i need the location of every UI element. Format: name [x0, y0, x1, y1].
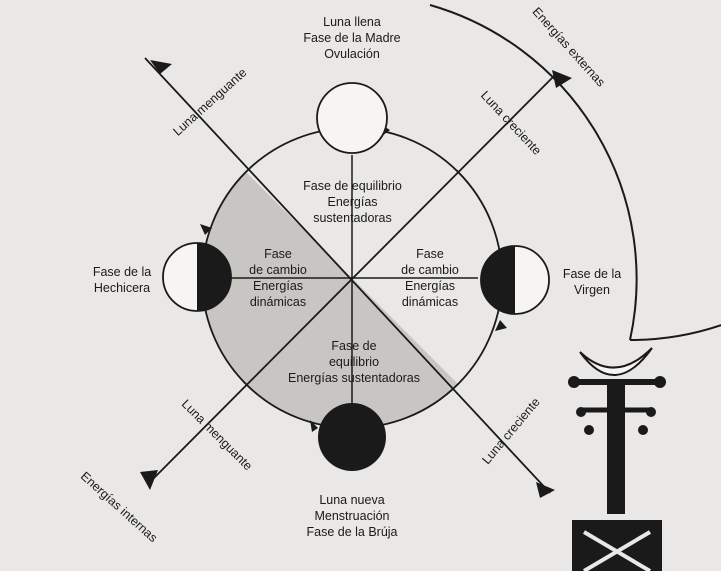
right-inner-line2: de cambio	[401, 263, 459, 277]
new-moon-icon	[318, 403, 386, 471]
right-inner-line1: Fase	[416, 247, 444, 261]
lower-inner-line3: Energías sustentadoras	[287, 371, 421, 385]
bottom-line1: Luna nueva	[319, 493, 385, 507]
right-change-label: Fase de cambio Energías dinámicas	[388, 246, 472, 310]
waxing-moon-icon	[480, 245, 550, 315]
left-inner-line3: Energías	[252, 279, 304, 293]
upper-inner-line3: sustentadoras	[313, 211, 392, 225]
left-inner-line1: Fase	[264, 247, 292, 261]
crescent-tower-icon	[568, 347, 666, 571]
left-outer-line1: Fase de la	[92, 265, 152, 279]
arrow-bottom-left	[140, 470, 158, 490]
lower-equilibrium-label: Fase de equilibrio Energías sustentadora…	[280, 338, 428, 386]
waning-moon-icon	[162, 242, 232, 312]
full-moon-icon	[316, 82, 388, 154]
new-moon-label: Luna nueva Menstruación Fase de la Brúja	[290, 492, 414, 540]
arrow-bottom-right	[536, 482, 555, 498]
sorceress-phase-label: Fase de la Hechicera	[80, 264, 164, 296]
top-line1: Luna llena	[323, 15, 381, 29]
left-change-label: Fase de cambio Energías dinámicas	[236, 246, 320, 310]
left-inner-line4: dinámicas	[249, 295, 307, 309]
right-inner-line3: Energías	[404, 279, 456, 293]
lower-inner-line2: equilibrio	[328, 355, 380, 369]
right-outer-line1: Fase de la	[562, 267, 622, 281]
arrow-top-right	[552, 70, 572, 88]
top-line2: Fase de la Madre	[303, 31, 401, 45]
diagonal-menguante	[144, 57, 551, 494]
top-line3: Ovulación	[324, 47, 380, 61]
upper-inner-line2: Energías	[327, 195, 378, 209]
left-outer-line2: Hechicera	[93, 281, 151, 295]
virgin-phase-label: Fase de la Virgen	[550, 266, 634, 298]
bottom-line3: Fase de la Brúja	[306, 525, 398, 539]
left-inner-line2: de cambio	[249, 263, 307, 277]
bottom-line2: Menstruación	[314, 509, 390, 523]
right-outer-line2: Virgen	[574, 283, 610, 297]
right-inner-line4: dinámicas	[401, 295, 459, 309]
lower-inner-line1: Fase de	[331, 339, 377, 353]
upper-inner-line1: Fase de equilibrio	[303, 179, 402, 193]
full-moon-label: Luna llena Fase de la Madre Ovulación	[290, 14, 414, 62]
arrow-top-left	[150, 60, 172, 74]
upper-equilibrium-label: Fase de equilibrio Energías sustentadora…	[285, 178, 420, 226]
